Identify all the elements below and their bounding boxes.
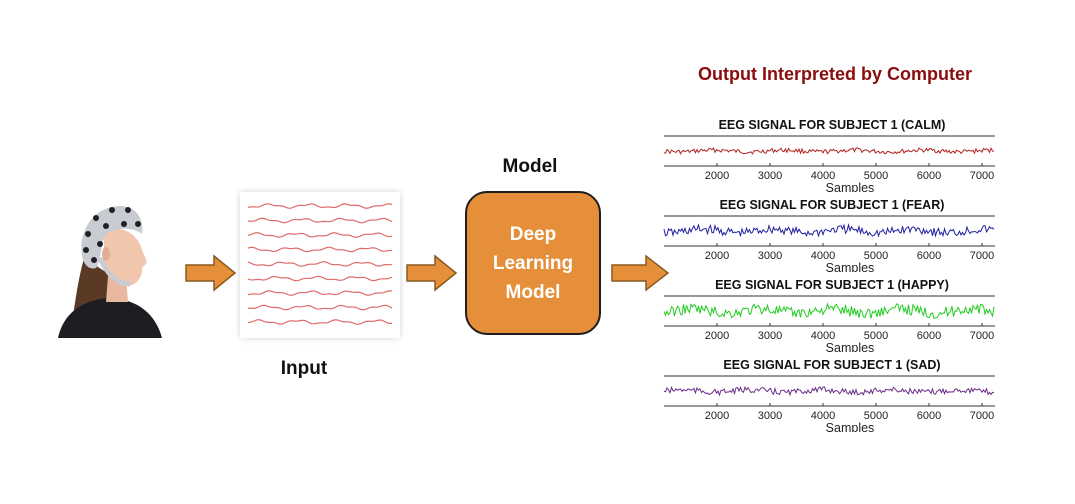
x-tick-label: 3000 <box>758 330 782 342</box>
x-tick-label: 7000 <box>970 250 994 262</box>
input-wave-line <box>247 290 393 296</box>
input-wave-lines <box>247 203 393 325</box>
eeg-chart-happy: EEG SIGNAL FOR SUBJECT 1 (HAPPY) 2000 3000… <box>662 270 1002 352</box>
eeg-charts: EEG SIGNAL FOR SUBJECT 1 (CALM) 2000 3000 4… <box>662 110 1002 440</box>
x-tick-label: 5000 <box>864 250 888 262</box>
x-axis-label: Samples <box>826 341 875 352</box>
x-tick-label: 3000 <box>758 250 782 262</box>
x-tick-label: 5000 <box>864 170 888 182</box>
input-wave-line <box>247 217 393 224</box>
chart-title: EEG SIGNAL FOR SUBJECT 1 (HAPPY) <box>715 278 949 292</box>
signal-series-line <box>663 147 995 155</box>
x-tick-label: 5000 <box>864 410 888 422</box>
x-tick-label: 6000 <box>917 250 941 262</box>
x-tick-label: 2000 <box>705 330 729 342</box>
x-tick-label: 6000 <box>917 410 941 422</box>
x-tick-label: 2000 <box>705 410 729 422</box>
arrow-right-icon <box>185 254 237 292</box>
chart-title: EEG SIGNAL FOR SUBJECT 1 (SAD) <box>723 358 941 372</box>
x-tick-label: 4000 <box>811 410 835 422</box>
x-tick-label: 7000 <box>970 410 994 422</box>
eeg-chart-sad: EEG SIGNAL FOR SUBJECT 1 (SAD) 2000 3000 40… <box>662 350 1002 440</box>
input-title: Input <box>280 358 328 379</box>
signal-series-line <box>663 302 995 320</box>
x-tick-label: 2000 <box>705 250 729 262</box>
input-wave-line <box>247 304 393 311</box>
x-tick-label: 6000 <box>917 330 941 342</box>
x-axis-label: Samples <box>826 181 875 192</box>
input-wave-line <box>247 319 393 325</box>
signal-series-line <box>663 222 995 238</box>
model-title: Model <box>502 156 558 177</box>
x-tick-label: 7000 <box>970 330 994 342</box>
x-axis-label: Samples <box>826 421 875 432</box>
x-tick-label: 6000 <box>917 170 941 182</box>
input-wave-line <box>247 275 393 282</box>
model-box-label: Deep Learning Model <box>492 223 574 303</box>
input-wave-line <box>247 246 393 253</box>
input-signal-panel <box>240 192 400 338</box>
arrow-right-icon <box>406 254 458 292</box>
eeg-chart-calm: EEG SIGNAL FOR SUBJECT 1 (CALM) 2000 3000 4… <box>662 110 1002 192</box>
x-tick-label: 4000 <box>811 170 835 182</box>
x-axis-label: Samples <box>826 261 875 272</box>
input-wave-line <box>247 261 393 267</box>
x-tick-label: 7000 <box>970 170 994 182</box>
deep-learning-model-box: Deep Learning Model <box>465 191 601 335</box>
eeg-subject-illustration <box>58 206 162 338</box>
x-tick-label: 4000 <box>811 250 835 262</box>
x-tick-label: 3000 <box>758 410 782 422</box>
x-tick-label: 3000 <box>758 170 782 182</box>
chart-title: EEG SIGNAL FOR SUBJECT 1 (FEAR) <box>719 198 945 212</box>
input-wave-line <box>247 203 393 209</box>
arrow-right-icon <box>611 254 670 292</box>
x-tick-label: 5000 <box>864 330 888 342</box>
chart-title: EEG SIGNAL FOR SUBJECT 1 (CALM) <box>718 118 946 132</box>
output-title: Output Interpreted by Computer <box>698 64 972 84</box>
x-tick-label: 4000 <box>811 330 835 342</box>
x-tick-label: 2000 <box>705 170 729 182</box>
input-wave-line <box>247 232 393 238</box>
eeg-chart-fear: EEG SIGNAL FOR SUBJECT 1 (FEAR) 2000 3000 4… <box>662 190 1002 272</box>
signal-series-line <box>663 385 995 397</box>
